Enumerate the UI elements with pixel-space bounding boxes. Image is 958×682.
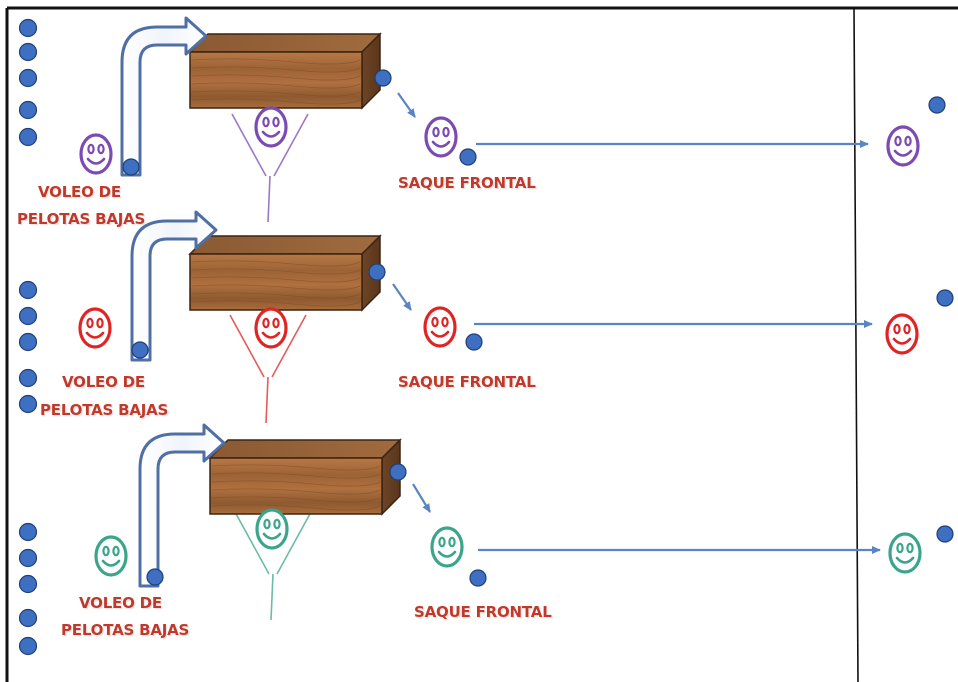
ball-icon bbox=[18, 100, 38, 120]
ball-icon bbox=[18, 68, 38, 88]
smiley-face-icon bbox=[78, 307, 112, 349]
ball-icon bbox=[18, 574, 38, 594]
ball-icon bbox=[18, 548, 38, 568]
ball-basket-column bbox=[18, 18, 38, 656]
ball-icon bbox=[18, 332, 38, 352]
ball-icon bbox=[18, 42, 38, 62]
smiley-face-icon bbox=[94, 535, 128, 577]
smiley-face-icon bbox=[885, 313, 919, 355]
smiley-face-icon bbox=[888, 532, 922, 574]
smiley-face-icon bbox=[254, 307, 288, 349]
ball-icon bbox=[122, 158, 140, 176]
smiley-face-icon bbox=[430, 526, 464, 568]
ball-icon bbox=[131, 341, 149, 359]
drill-row-1 bbox=[79, 16, 946, 223]
ball-icon bbox=[374, 69, 392, 87]
ball-icon bbox=[368, 263, 386, 281]
drill-label-line2: PELOTAS BAJAS bbox=[40, 401, 169, 419]
ball-icon bbox=[18, 368, 38, 388]
ball-icon bbox=[18, 306, 38, 326]
drill-label-line1: VOLEO DE bbox=[62, 373, 145, 391]
ball-icon bbox=[18, 608, 38, 628]
ball-icon bbox=[146, 568, 164, 586]
ball-icon bbox=[936, 525, 954, 543]
ball-icon bbox=[18, 522, 38, 542]
court-lines bbox=[5, 6, 958, 682]
pass-arrow-icon bbox=[397, 92, 416, 118]
ball-icon bbox=[469, 569, 487, 587]
ball-icon bbox=[459, 148, 477, 166]
pass-arrow-icon bbox=[412, 483, 431, 513]
serve-label: SAQUE FRONTAL bbox=[398, 373, 536, 391]
drill-label-line1: VOLEO DE bbox=[38, 183, 121, 201]
drill-label-line1: VOLEO DE bbox=[79, 594, 162, 612]
pass-arrow-icon bbox=[392, 283, 412, 311]
ball-icon bbox=[18, 280, 38, 300]
smiley-face-icon bbox=[886, 125, 920, 167]
curved-arrow-icon bbox=[138, 423, 226, 588]
ball-icon bbox=[936, 289, 954, 307]
smiley-face-icon bbox=[79, 133, 113, 175]
ball-icon bbox=[18, 127, 38, 147]
drill-row-2 bbox=[78, 210, 954, 424]
serve-label: SAQUE FRONTAL bbox=[414, 603, 552, 621]
player-stance-lines bbox=[229, 314, 307, 424]
smiley-face-icon bbox=[254, 106, 288, 148]
player-stance-lines bbox=[234, 511, 312, 621]
wooden-box-icon bbox=[188, 234, 382, 312]
drill-label-line2: PELOTAS BAJAS bbox=[61, 621, 190, 639]
player-stance-lines bbox=[231, 113, 309, 223]
ball-icon bbox=[928, 96, 946, 114]
court-net-line bbox=[853, 7, 859, 682]
smiley-face-icon bbox=[255, 508, 289, 550]
wooden-box-icon bbox=[188, 32, 382, 110]
ball-icon bbox=[18, 18, 38, 38]
smiley-face-icon bbox=[423, 306, 457, 348]
ball-icon bbox=[389, 463, 407, 481]
ball-icon bbox=[465, 333, 483, 351]
drill-label-line2: PELOTAS BAJAS bbox=[17, 210, 146, 228]
drill-row-3 bbox=[94, 423, 954, 621]
ball-icon bbox=[18, 394, 38, 414]
smiley-face-icon bbox=[424, 116, 458, 158]
wooden-box-icon bbox=[208, 438, 402, 516]
ball-icon bbox=[18, 636, 38, 656]
serve-label: SAQUE FRONTAL bbox=[398, 174, 536, 192]
